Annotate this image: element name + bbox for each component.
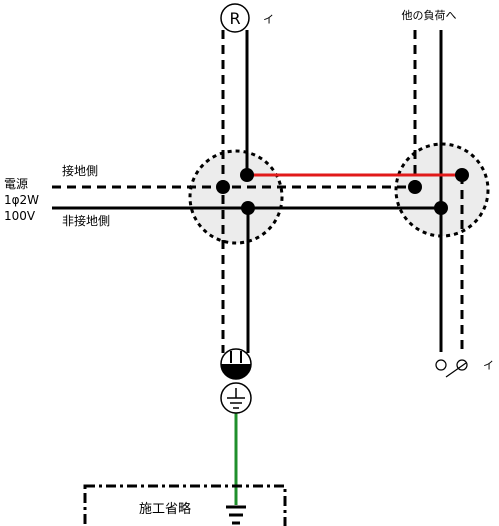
ground-terminal-icon <box>220 382 252 414</box>
grounded-wires <box>52 30 464 353</box>
connection-dot <box>408 180 422 194</box>
connection-dot <box>455 168 469 182</box>
outlet-icon <box>220 348 252 380</box>
construction-omitted-box <box>83 484 287 526</box>
connection-dots <box>216 168 469 215</box>
connection-dot <box>216 180 230 194</box>
power-source-voltage: 100V <box>4 209 36 223</box>
lamp-receptacle-icon: R <box>220 3 250 33</box>
power-source-phase: 1φ2W <box>4 193 39 207</box>
grounded-side-label: 接地側 <box>62 163 98 178</box>
switch-icon[interactable] <box>435 359 468 378</box>
lamp-symbol-label: R <box>229 9 240 28</box>
junction-box-left <box>188 149 284 245</box>
ground-electrode-icon <box>226 505 246 525</box>
connection-dot <box>434 201 448 215</box>
switch-mark-top: イ <box>263 13 274 26</box>
power-source-title: 電源 <box>4 177 28 191</box>
other-loads-label: 他の負荷へ <box>402 9 457 22</box>
ungrounded-side-label: 非接地側 <box>62 213 110 228</box>
switch-mark-bottom: イ <box>483 359 494 372</box>
connection-dot <box>240 168 254 182</box>
connection-dot <box>241 201 255 215</box>
construction-omitted-label: 施工省略 <box>139 501 191 517</box>
